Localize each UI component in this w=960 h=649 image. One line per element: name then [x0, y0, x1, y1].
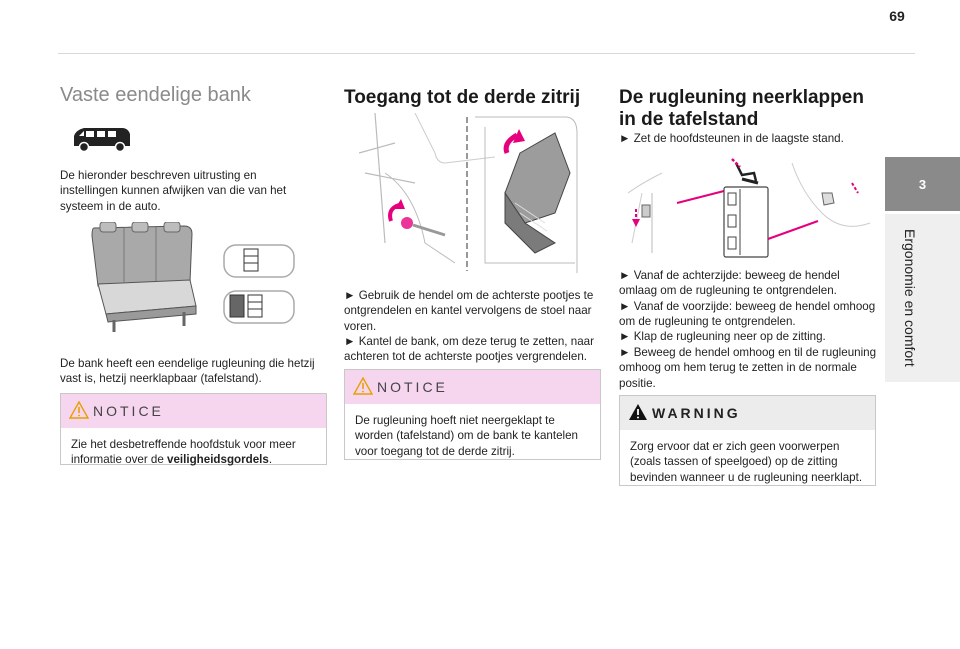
warning-triangle-icon — [353, 377, 373, 395]
table-position-illustration — [627, 158, 871, 258]
warning-text: Zorg ervoor dat er zich geen voorwerpen … — [630, 440, 863, 484]
section-title-fixed-bench: Vaste eendelige bank — [60, 84, 251, 106]
warning-header: WARNING — [620, 396, 875, 430]
access-step-2: ► Kantel de bank, om deze terug te zette… — [344, 335, 594, 364]
warning-label: WARNING — [652, 405, 741, 421]
chapter-tab — [885, 214, 960, 382]
warning-box-objects: WARNING Zorg ervoor dat er zich geen voo… — [619, 395, 876, 486]
notice-label: NOTICE — [93, 403, 164, 419]
table-step-0: ► Zet de hoofdsteunen in de laagste stan… — [619, 132, 844, 145]
notice-text-end: . — [268, 453, 273, 467]
chapter-title: Ergonomie en comfort — [902, 229, 918, 367]
top-rule — [58, 53, 915, 54]
section-title-third-row: Toegang tot de derde zitrij — [344, 87, 581, 108]
warning-triangle-icon — [69, 401, 89, 419]
bench-description: De bank heeft een eendelige rugleuning d… — [60, 357, 315, 386]
notice-header: NOTICE — [345, 370, 600, 404]
third-row-access-illustration — [358, 113, 578, 273]
access-step-1: ► Gebruik de hendel om de achterste poot… — [344, 289, 594, 333]
warning-triangle-icon — [629, 404, 647, 420]
table-step-2: ► Vanaf de voorzijde: beweeg de hendel o… — [619, 300, 876, 329]
table-step-3: ► Klap de rugleuning neer op de zitting. — [619, 330, 826, 343]
chapter-tab-number[interactable]: 3 — [885, 157, 960, 211]
seat-layout-diagram — [223, 244, 295, 324]
notice-text: Zie het desbetreffende hoofdstuk voor me… — [71, 438, 296, 467]
table-step-4: ► Beweeg de hendel omhoog en til de rugl… — [619, 346, 877, 390]
notice-header: NOTICE — [61, 394, 326, 428]
intro-text: De hieronder beschreven uitrusting en in… — [60, 169, 287, 213]
section-title-table-position-line2: in de tafelstand — [619, 109, 759, 130]
notice-text: De rugleuning hoeft niet neergeklapt te … — [355, 414, 578, 458]
van-icon — [74, 128, 130, 153]
section-title-table-position-line1: De rugleuning neerklappen — [619, 87, 864, 108]
notice-box-seatbelts: NOTICE Zie het desbetreffende hoofdstuk … — [60, 393, 327, 467]
notice-box-third-row: NOTICE De rugleuning hoeft niet neergekl… — [344, 369, 601, 460]
bench-seat-illustration — [91, 222, 197, 332]
page-number: 69 — [889, 8, 905, 24]
table-step-1: ► Vanaf de achterzijde: beweeg de hendel… — [619, 269, 840, 298]
notice-text-bold: veiligheidsgordels — [167, 453, 269, 467]
notice-label: NOTICE — [377, 379, 448, 395]
